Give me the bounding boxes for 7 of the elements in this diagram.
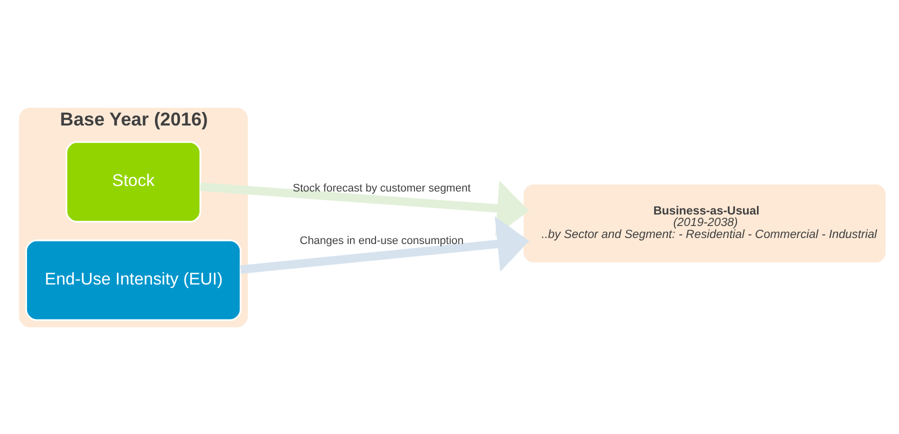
- edge-label: Changes in end-use consumption: [300, 234, 464, 247]
- node-box: Stock: [66, 140, 202, 222]
- edge-label: Stock forecast by customer segment: [292, 182, 471, 194]
- node-box: End-Use Intensity (EUI): [25, 239, 242, 320]
- arrow: [240, 216, 530, 274]
- node-box: Business-as-Usual (2019-2038) ..by Sector and Segment: - Residential - Commercial - Industrial: [522, 182, 888, 264]
- arrow: [200, 180, 530, 236]
